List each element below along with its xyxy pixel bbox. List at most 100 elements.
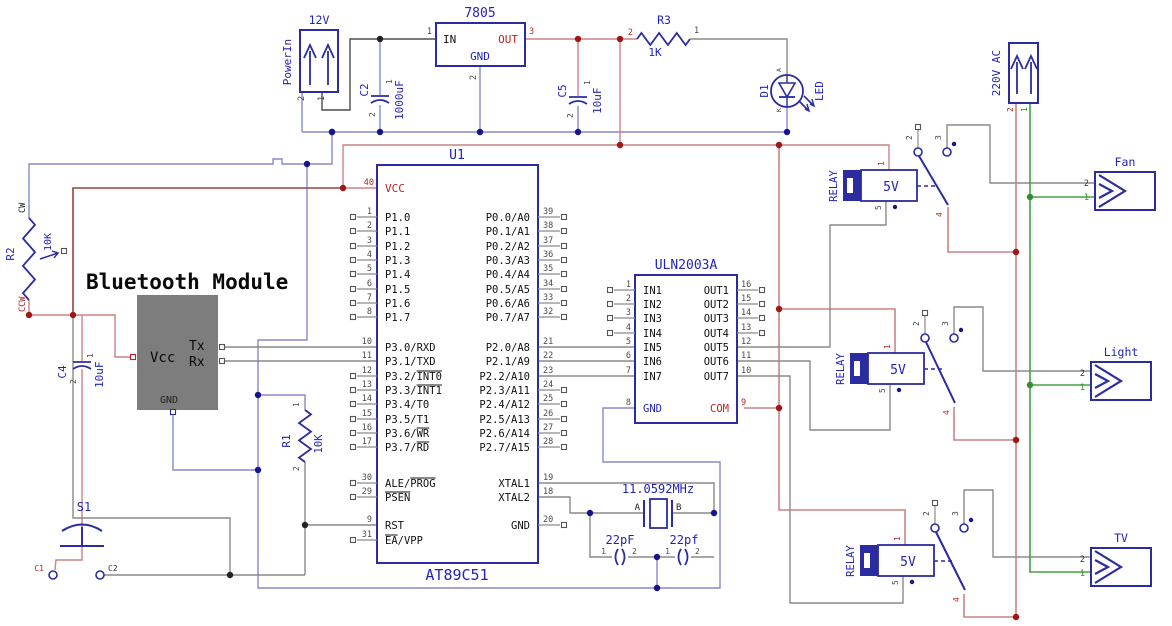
junction-dot [775,141,783,149]
arrow-head [1010,53,1024,70]
pin-number: 1 [1080,383,1085,393]
unconnected-pad [560,443,568,451]
pin-number: 19 [543,473,553,483]
junction-dot [25,311,33,319]
junction-dot [616,141,624,149]
powerin-connector [299,29,339,93]
unconnected-pad [560,429,568,437]
relay-2-coil-slot [854,361,860,376]
junction-dot [783,128,791,136]
load-cap-value: 22pF [606,533,635,547]
overline [385,534,398,536]
driver-pin-10: OUT7 [704,371,729,383]
mcu-pin-32: P0.7/A7 [486,312,530,324]
unconnected-pad [560,213,568,221]
pin-number: 4 [367,250,372,260]
pin-number: 1 [583,80,592,85]
wire [737,201,887,348]
wire [963,489,1091,558]
pin-number: 2 [566,113,575,118]
c2-value: 1000uF [393,80,406,120]
pin-number: 11 [362,351,372,361]
wire [172,412,258,471]
switch-arm [918,155,949,206]
c5-value: 10uF [591,88,604,115]
wire [54,369,83,571]
unconnected-pad [60,247,68,255]
unconnected-pad [349,415,357,423]
unconnected-pad [560,299,568,307]
unconnected-pad [758,314,766,322]
mcu-pin-28: P2.7/A15 [479,442,530,454]
wire [963,594,1016,618]
c2-ref: C2 [358,83,371,96]
driver-pin-7: IN7 [643,371,662,383]
driver-pin-6: IN6 [643,356,662,368]
relay-3-label: RELAY [845,545,857,577]
wire [589,513,612,558]
mcu-pin-19: XTAL1 [498,478,530,490]
pin-number: 23 [543,366,553,376]
pin-number: 2 [69,379,78,384]
overline [385,491,411,493]
junction-dot [328,128,336,136]
resistor-body [297,409,313,463]
wire [953,306,1091,372]
pin-number: 28 [543,437,553,447]
chevron [1094,364,1124,398]
unconnected-pad [560,313,568,321]
mcu-pin-27: P2.6/A14 [479,428,530,440]
pin-number: 32 [543,307,553,317]
pot-wiper [39,252,59,260]
unconnected-pad [560,415,568,423]
mcu-pin-22: P2.1/A9 [486,356,530,368]
wire [257,164,721,589]
contact-terminal [913,147,923,157]
driver-pin-1: IN1 [643,285,662,297]
junction-dot [1026,193,1034,201]
pin-number: 12 [741,337,751,347]
mcu-pin-11: P3.1/TXD [385,356,436,368]
pin-number: 2 [1084,179,1089,189]
driver-pin-5: IN5 [643,342,662,354]
led-ray-head [804,103,811,113]
load-label: Fan [1115,155,1136,169]
junction-dot [476,128,484,136]
relay-1-label: RELAY [828,170,840,202]
unconnected-pad [560,256,568,264]
resistor-body [636,31,691,47]
driver-pin-2: IN2 [643,299,662,311]
wire [72,315,231,575]
chevron [1094,550,1124,584]
r3-ref: R3 [657,13,671,27]
pin-number: 9 [367,515,372,525]
mcu-pin-30: ALE/PROG [385,478,436,490]
regulator-part-label: 7805 [464,6,495,21]
capacitor-plate [614,548,619,566]
mcu-pin-37: P0.2/A2 [486,241,530,253]
unconnected-pad [349,227,357,235]
mcu-pin-12: P3.2/INT0 [385,371,442,383]
junction-dot [653,584,661,592]
bt-tx-label: Tx [189,339,205,354]
unconnected-pad [560,270,568,278]
mcu-pin-34: P0.5/A5 [486,284,530,296]
capacitor-plate [370,99,390,104]
mcu-pin-26: P2.5/A13 [479,414,530,426]
bluetooth-module-body [137,295,218,410]
unconnected-pad [758,286,766,294]
pin-number: 15 [741,294,751,304]
pin-number: 38 [543,221,553,231]
mcu-pin-6: P1.5 [385,284,410,296]
pin-number: 2 [292,466,301,471]
chevron [1098,174,1128,208]
relay-2-label: RELAY [835,353,847,385]
regulator-7805 [435,22,526,67]
pin-number: 4 [935,212,944,217]
chevron [1094,559,1111,575]
pin-number: 27 [543,423,553,433]
pot-cw-label: CW [18,202,28,213]
pin-letter: K [775,108,783,112]
unconnected-pad [349,400,357,408]
mcu-pin-17: P3.7/RD [385,442,429,454]
